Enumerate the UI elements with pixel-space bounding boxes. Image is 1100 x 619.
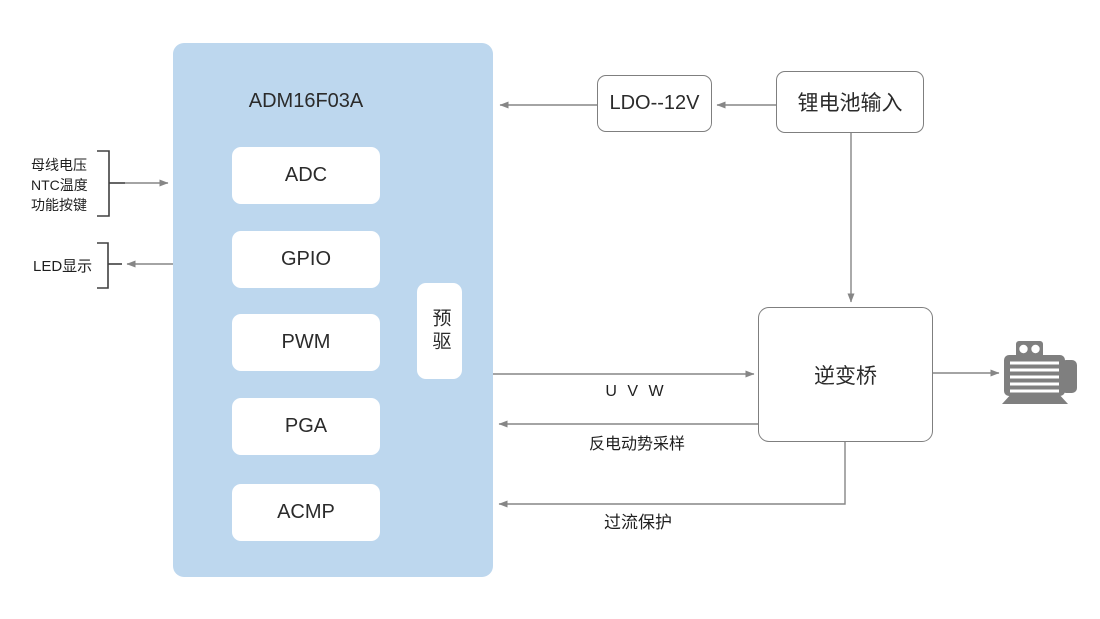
analog-inputs-label: 母线电压 NTC温度 功能按键: [31, 155, 88, 215]
inputs-bracket: [97, 150, 110, 217]
uvw-signal-label: U V W: [605, 383, 667, 400]
chip-module-acmp: ACMP: [232, 484, 380, 541]
inverter-bridge-box: 逆变桥: [758, 307, 933, 442]
ntc-temperature-label: NTC温度: [31, 177, 88, 193]
ldo-box: LDO--12V: [597, 75, 712, 132]
chip-module-predriver: 预驱: [417, 283, 462, 379]
chip-title: ADM16F03A: [248, 90, 364, 112]
overcurrent-protect-label: 过流保护: [604, 513, 672, 532]
led-bracket: [97, 242, 109, 289]
chip-module-pga: PGA: [232, 398, 380, 455]
chip-module-adc: ADC: [232, 147, 380, 204]
motor-icon: [1002, 341, 1077, 404]
chip-module-pwm: PWM: [232, 314, 380, 371]
back-emf-sampling-label: 反电动势采样: [588, 436, 685, 453]
bus-voltage-label: 母线电压: [31, 157, 87, 173]
arrow-overcurrent-inverter-to-chip: [498, 442, 846, 508]
function-keys-label: 功能按键: [31, 197, 87, 213]
chip-module-gpio: GPIO: [232, 231, 380, 288]
led-display-label: LED显示: [33, 258, 93, 275]
battery-input-box: 锂电池输入: [776, 71, 924, 133]
